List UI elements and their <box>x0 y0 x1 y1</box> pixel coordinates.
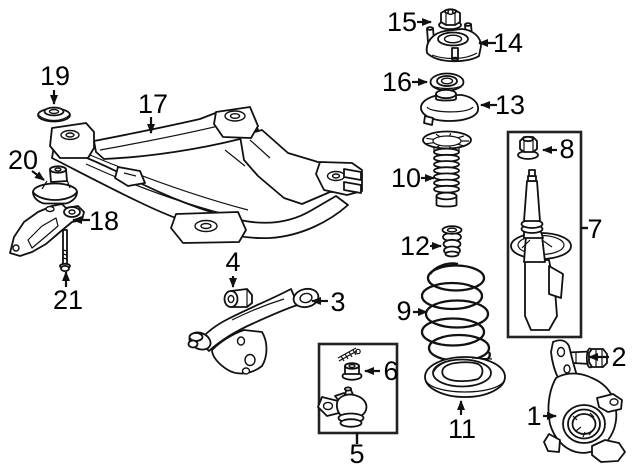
callout-18-label[interactable]: 18 <box>89 206 119 236</box>
callout-7-label[interactable]: 7 <box>587 214 602 244</box>
bump-stop-drawing <box>441 225 463 258</box>
callout-2[interactable]: 2 <box>588 342 627 372</box>
strut-assembly-group <box>506 130 583 339</box>
control-arm-bushing-drawing <box>223 288 253 308</box>
callout-1-label[interactable]: 1 <box>526 401 541 431</box>
callout-19-label[interactable]: 19 <box>40 61 70 91</box>
callout-6[interactable]: 6 <box>364 356 399 386</box>
callout-15[interactable]: 15 <box>387 7 432 37</box>
callout-14-label[interactable]: 14 <box>493 28 523 58</box>
callout-2-label[interactable]: 2 <box>611 342 626 372</box>
callout-3-label[interactable]: 3 <box>330 287 345 317</box>
callout-1[interactable]: 1 <box>526 401 557 431</box>
callout-17[interactable]: 17 <box>138 89 168 134</box>
strut-mount-nut-drawing <box>438 8 462 31</box>
callout-20[interactable]: 20 <box>8 145 45 181</box>
strut-drawing <box>510 169 572 331</box>
callout-21[interactable]: 21 <box>53 271 83 315</box>
callout-15-label[interactable]: 15 <box>387 7 417 37</box>
suspension-crossmember-drawing <box>49 106 363 244</box>
callout-17-label[interactable]: 17 <box>138 89 168 119</box>
callout-12-label[interactable]: 12 <box>400 231 430 261</box>
callout-9[interactable]: 9 <box>396 296 428 326</box>
callout-5[interactable]: 5 <box>349 433 365 469</box>
callout-10[interactable]: 10 <box>391 163 435 193</box>
brace-bolt-drawing <box>59 229 71 272</box>
strut-rod-nut-drawing <box>517 135 539 160</box>
upper-spring-seat-drawing <box>420 88 479 126</box>
crossmember-cushion-lower-drawing <box>32 165 78 205</box>
steering-knuckle-drawing <box>543 339 626 463</box>
callout-14[interactable]: 14 <box>478 28 523 58</box>
ball-joint-drawing <box>317 386 368 428</box>
lower-spring-insulator-drawing <box>424 356 506 398</box>
callout-6-label[interactable]: 6 <box>383 356 398 386</box>
callout-13[interactable]: 13 <box>480 90 525 120</box>
callout-12[interactable]: 12 <box>400 231 442 261</box>
dust-boot-drawing <box>422 130 472 208</box>
callout-13-label[interactable]: 13 <box>495 90 525 120</box>
callout-16[interactable]: 16 <box>382 67 428 97</box>
callout-18[interactable]: 18 <box>72 206 119 236</box>
callout-10-label[interactable]: 10 <box>391 163 421 193</box>
cotter-pin-drawing <box>337 347 361 362</box>
callout-19[interactable]: 19 <box>40 61 70 105</box>
coil-spring-drawing <box>420 262 491 363</box>
crossmember-cushion-upper-drawing <box>37 106 71 123</box>
callout-21-label[interactable]: 21 <box>53 285 83 315</box>
callout-11[interactable]: 11 <box>448 400 476 444</box>
callout-9-label[interactable]: 9 <box>396 296 411 326</box>
lower-control-arm-drawing <box>187 287 320 375</box>
callout-4-label[interactable]: 4 <box>225 247 240 277</box>
callout-3[interactable]: 3 <box>311 287 346 317</box>
callout-16-label[interactable]: 16 <box>382 67 412 97</box>
crossmember-brace-drawing <box>9 203 85 257</box>
callout-4[interactable]: 4 <box>225 247 241 288</box>
callout-7[interactable]: 7 <box>581 214 603 244</box>
kit-box-7 <box>506 130 583 339</box>
callout-5-label[interactable]: 5 <box>349 439 364 469</box>
callout-20-label[interactable]: 20 <box>8 145 38 175</box>
callout-8[interactable]: 8 <box>542 134 575 164</box>
callout-20-arrow <box>31 170 45 181</box>
mount-bearing-drawing <box>429 72 465 92</box>
strut-mount-drawing <box>425 22 482 63</box>
castle-nut-drawing <box>341 362 363 381</box>
callout-8-label[interactable]: 8 <box>559 134 574 164</box>
callout-11-label[interactable]: 11 <box>448 414 476 444</box>
